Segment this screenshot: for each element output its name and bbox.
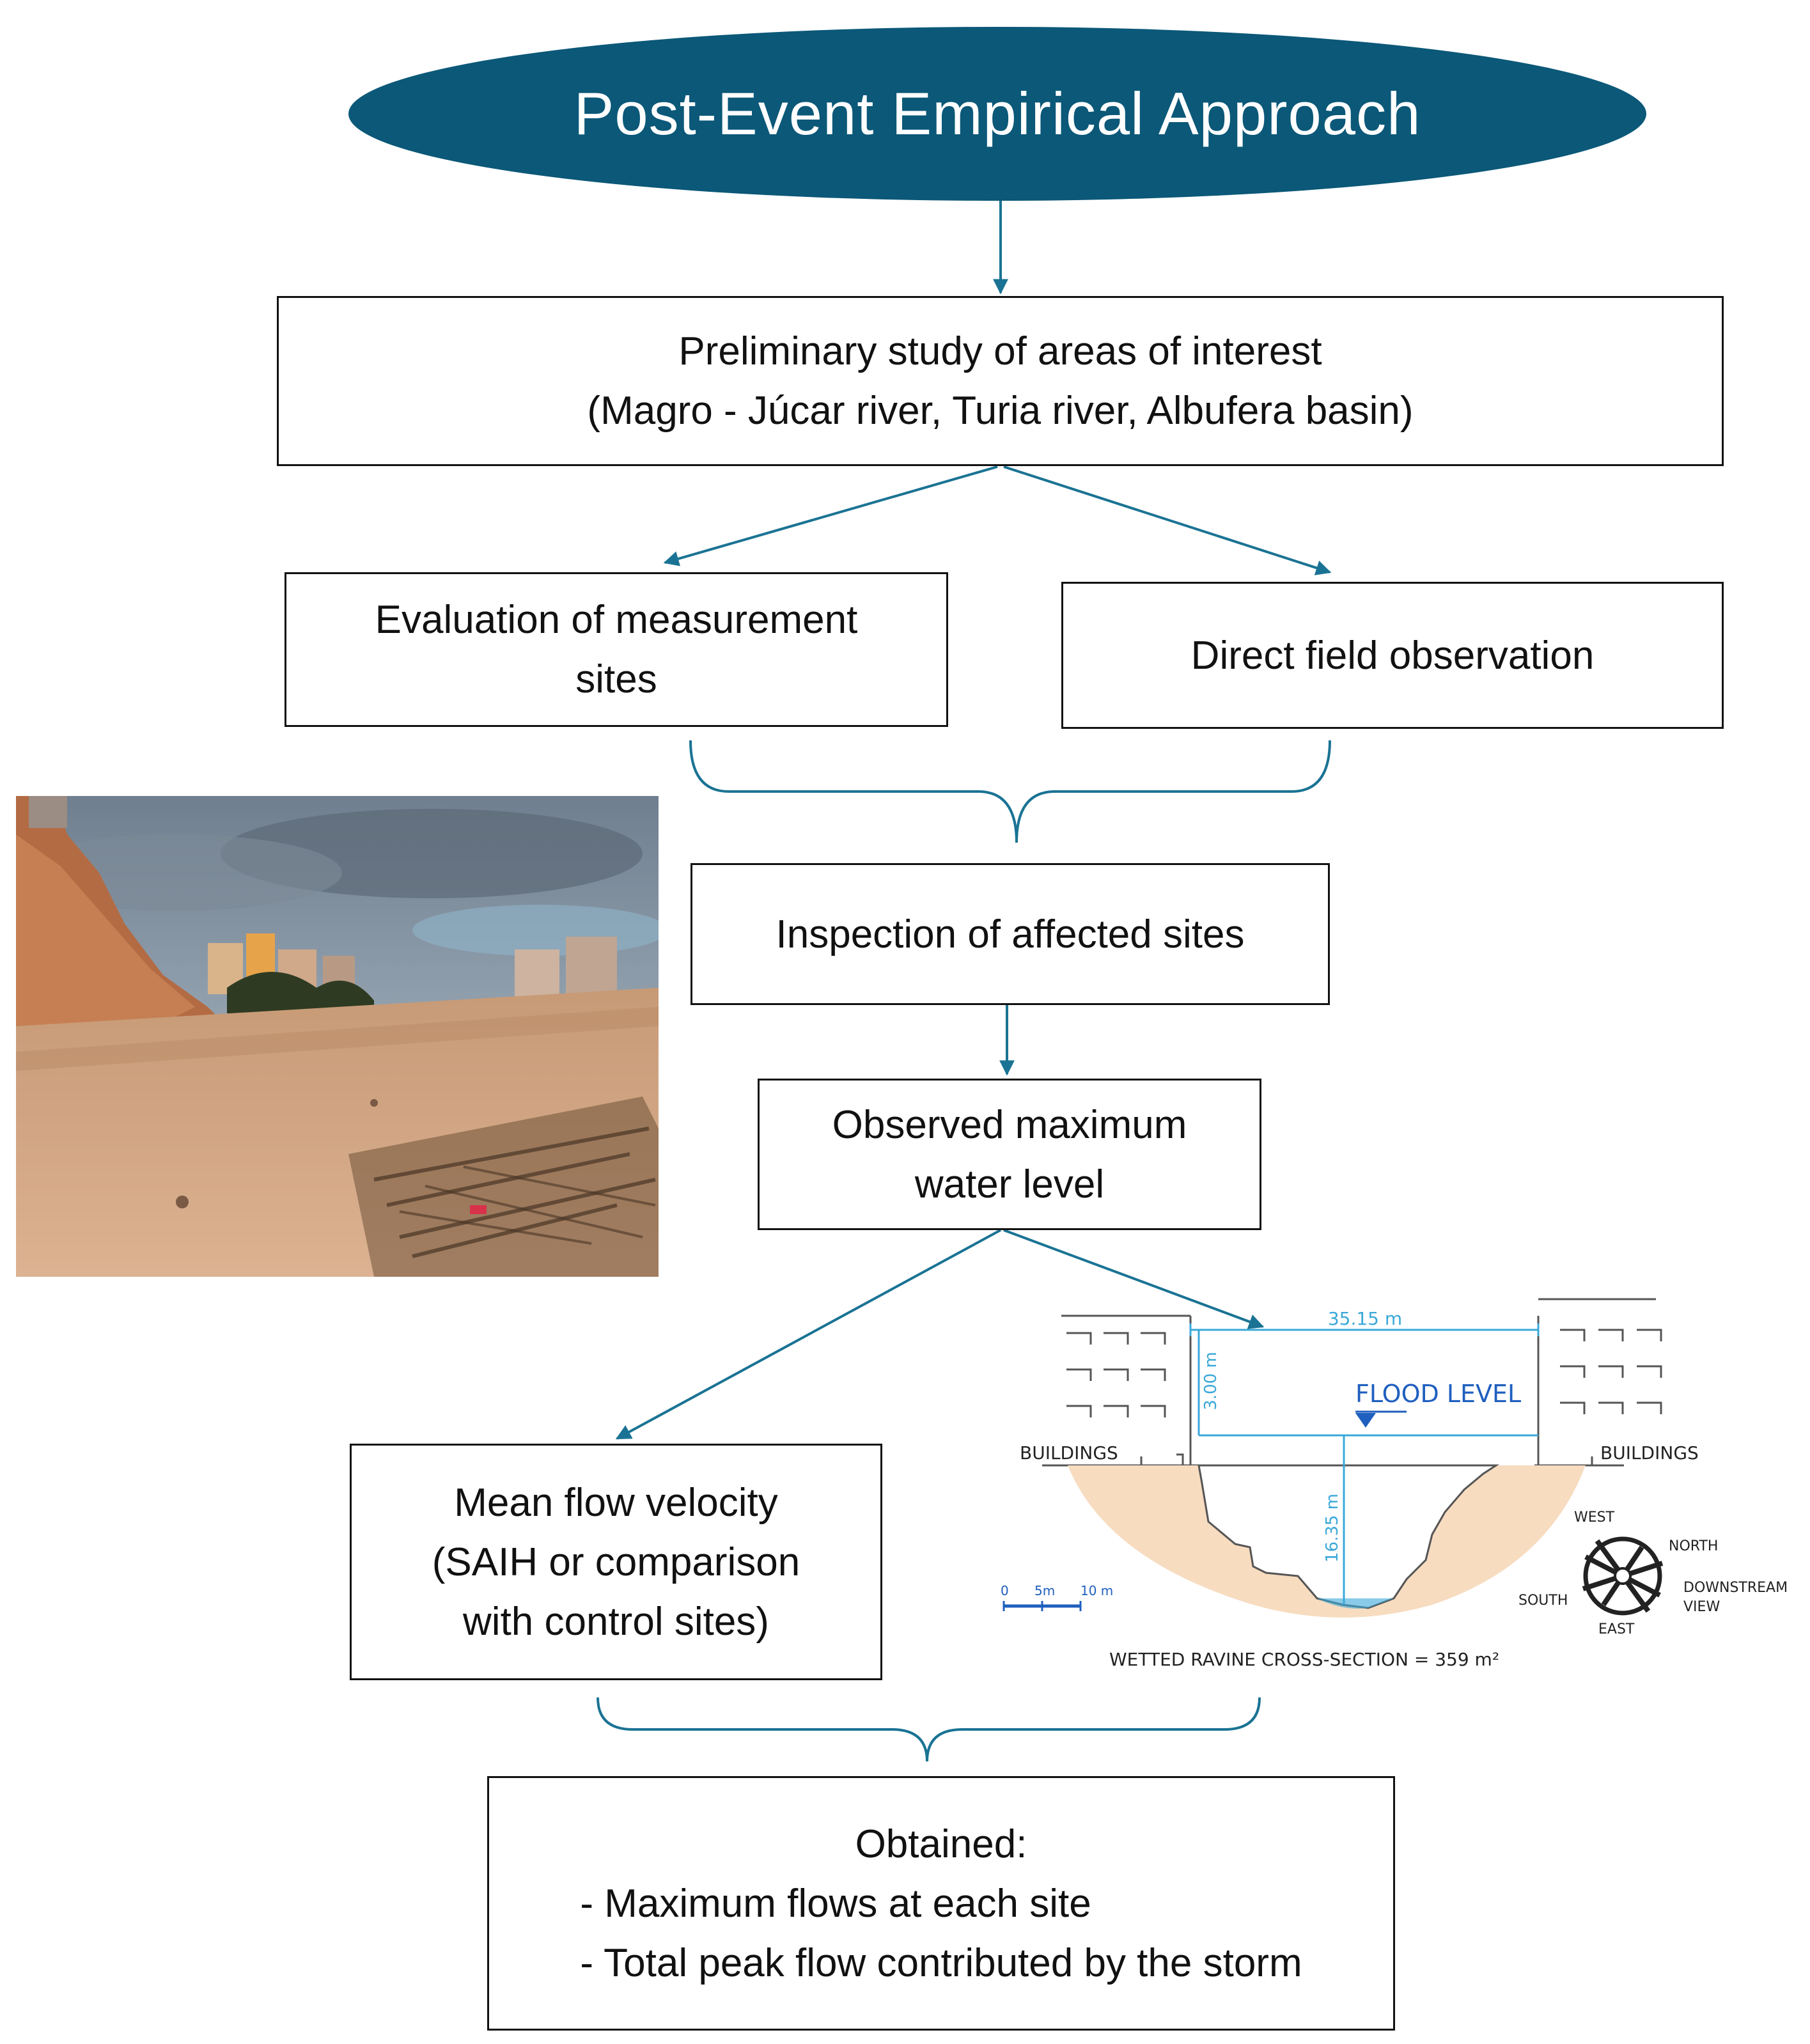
compass-west: WEST [1574,1510,1615,1525]
title-ellipse: Post-Event Empirical Approach [348,27,1646,201]
water-pocket [1317,1598,1394,1609]
velocity-box: Mean flow velocity (SAIH or comparison w… [350,1444,882,1680]
downstream-label-1: DOWNSTREAM [1683,1580,1788,1596]
arrow-observed-to-cross-section [1003,1229,1265,1329]
scale-10: 10 m [1081,1583,1113,1598]
flood-level-label: FLOOD LEVEL [1355,1380,1521,1408]
wetted-area-label: WETTED RAVINE CROSS-SECTION = 359 m² [1109,1649,1499,1670]
arrow-preliminary-to-field [1003,465,1332,575]
width-label: 35.15 m [1328,1308,1402,1329]
arrow-observed-to-velocity [615,1229,1001,1440]
height-label: 3.00 m [1201,1352,1221,1410]
observed-level-box: Observed maximum water level [758,1079,1261,1230]
inspection-box: Inspection of affected sites [690,863,1330,1005]
preliminary-study-box: Preliminary study of areas of interest (… [277,296,1724,466]
ravine-photo [16,796,659,1277]
obtained-line-3: - Total peak flow contributed by the sto… [580,1940,1302,1985]
preliminary-line-1: Preliminary study of areas of interest [678,329,1322,373]
title-text: Post-Event Empirical Approach [573,80,1421,147]
compass-south: SOUTH [1518,1593,1568,1609]
brace-top [689,740,1331,843]
evaluation-line-1: Evaluation of measurement [375,598,858,642]
arrow-preliminary-to-evaluation [663,465,998,566]
observed-line-1: Observed maximum [832,1102,1187,1147]
buildings-left-label: BUILDINGS [1020,1442,1118,1463]
velocity-line-2: (SAIH or comparison [432,1540,800,1584]
velocity-line-3: with control sites) [463,1599,769,1644]
obtained-line-1: Obtained: [855,1822,1027,1866]
compass-east: EAST [1598,1621,1635,1637]
ravine-cross-section: 35.15 m 3.00 m 16.35 m FLOOD LEVEL BUILD… [1001,1298,1788,1670]
scale-bar: 0 5m 10 m [1001,1583,1113,1611]
evaluation-box: Evaluation of measurement sites [285,572,948,727]
field-line-1: Direct field observation [1190,633,1595,678]
dimension-lines [1189,1323,1540,1605]
compass-north: NORTH [1669,1538,1718,1554]
compass-icon [1582,1536,1664,1616]
field-observation-box: Direct field observation [1061,582,1724,729]
scale-0: 0 [1001,1583,1009,1598]
obtained-line-2: - Maximum flows at each site [580,1881,1091,1926]
observed-line-2: water level [914,1162,1105,1206]
buildings-right-label: BUILDINGS [1600,1442,1699,1463]
right-building [1534,1298,1662,1467]
depth-label: 16.35 m [1323,1494,1342,1563]
brace-bottom [597,1697,1261,1762]
preliminary-line-2: (Magro - Júcar river, Turia river, Albuf… [587,389,1414,433]
obtained-box: Obtained: - Maximum flows at each site -… [487,1776,1395,2031]
downstream-label-2: VIEW [1683,1599,1720,1615]
evaluation-line-2: sites [575,657,657,701]
inspection-line-1: Inspection of affected sites [776,912,1245,956]
scale-5: 5m [1034,1583,1055,1598]
flood-level-marker [1355,1413,1376,1428]
velocity-line-1: Mean flow velocity [454,1480,778,1525]
